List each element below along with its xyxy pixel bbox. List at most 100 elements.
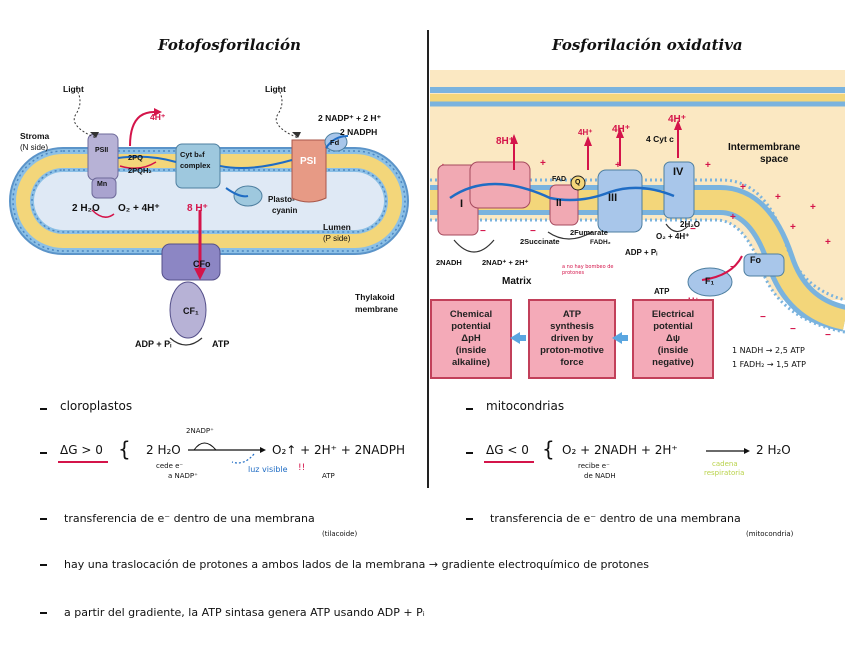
matrix-label: Matrix (502, 276, 532, 287)
psii-complex (87, 133, 119, 199)
exclaim: !! (298, 463, 306, 473)
light-label-2: Light (265, 84, 286, 94)
light-label-1: Light (63, 84, 84, 94)
svg-text:+: + (740, 182, 746, 193)
lumen-side-label: (P side) (323, 234, 351, 243)
h4-top-label: 4H⁺ (150, 112, 166, 122)
pink-note: a no hay bombeo de protones (562, 264, 614, 276)
fadh2-label: FADH₂ (590, 239, 611, 246)
atp-mito-label: ATP (654, 287, 670, 296)
thylakoid-diagram (9, 87, 409, 346)
svg-text:−: − (530, 226, 536, 237)
cf1-label: CF₁ (183, 306, 199, 316)
complex-i-label: I (460, 198, 464, 210)
fadh2-yield: 1 FADH₂ → 1,5 ATP (732, 360, 806, 369)
h8-label: 8 H⁺ (187, 203, 208, 214)
bullet (40, 452, 47, 454)
bullet (466, 452, 473, 454)
svg-text:−: − (480, 226, 486, 237)
right-transfer-note: transferencia de e⁻ dentro de una membra… (490, 512, 741, 525)
cloroplastos-note: cloroplastos (60, 399, 133, 413)
svg-text:+: + (730, 212, 736, 223)
water-mito-label: 2H₂O (680, 220, 701, 229)
dg-underline (58, 461, 108, 463)
left-atp: ATP (322, 472, 335, 480)
adp-label: ADP + Pᵢ (135, 339, 172, 349)
right-reactants: O₂ + 2NADH + 2H⁺ (562, 443, 678, 457)
svg-text:−: − (760, 312, 766, 323)
plastocyanin-label-2: cyanin (272, 206, 298, 215)
right-title: Fosforilación oxidativa (552, 36, 743, 54)
cytb6f-label: Cyt b₆f (180, 150, 205, 159)
svg-text:−: − (825, 330, 831, 341)
mitocondrias-note: mitocondrias (486, 399, 565, 413)
f1-label: F₁ (705, 276, 715, 286)
atp-label: ATP (212, 339, 230, 349)
right-transfer-sub: (mitocondria) (746, 530, 794, 538)
stroma-side-label: (N side) (20, 143, 49, 152)
adp-mito-label: ADP + Pᵢ (625, 248, 658, 257)
left-eq-top: 2NADP⁺ (186, 427, 214, 435)
plastocyanin-label-1: Plasto- (268, 195, 295, 204)
ims-label-2: space (760, 154, 789, 165)
left-reactant: 2 H₂O (146, 443, 181, 457)
svg-text:−: − (790, 324, 796, 335)
complex-ii-label: II (556, 198, 562, 209)
q-label: Q (575, 179, 581, 186)
psi-label: PSI (300, 156, 317, 167)
divider (427, 30, 429, 488)
lumen-label: Lumen (323, 222, 351, 232)
nadph-label: 2 NADPH (340, 127, 378, 137)
svg-text:+: + (540, 158, 546, 169)
left-sub1: cede e⁻ (156, 462, 184, 470)
fumarate-label: 2Fumarate (570, 228, 608, 237)
succinate-label: 2Succinate (520, 237, 560, 246)
complex-label: complex (180, 161, 211, 170)
left-products: O₂↑ + 2H⁺ + 2NADPH (272, 443, 405, 457)
svg-text:+: + (615, 160, 621, 171)
atp-synthase-note: a partir del gradiente, la ATP sintasa g… (64, 606, 425, 619)
green-note-1: cadena (712, 460, 738, 468)
box-arrows (510, 332, 628, 344)
bullet (40, 518, 47, 520)
h4c-label: 4H⁺ (668, 114, 687, 125)
green-note-2: respiratoria (704, 469, 745, 477)
translocation-note: hay una traslocación de protones a ambos… (64, 558, 649, 571)
left-sub2: a NADP⁺ (168, 472, 198, 480)
h8-mito-label: 8H⁺ (496, 136, 515, 147)
stroma-label: Stroma (20, 131, 50, 141)
right-sub2: de NADH (584, 472, 616, 480)
fd-label: Fd (330, 138, 340, 147)
complex-iv-label: IV (673, 166, 684, 178)
svg-text:+: + (775, 192, 781, 203)
nadh-yield: 1 NADH → 2,5 ATP (732, 346, 805, 355)
pq-label: 2PQ (128, 153, 144, 162)
right-eq-arrow (706, 448, 750, 454)
left-title: Fotofosforilación (158, 36, 301, 54)
pqh2-label: 2PQH₂ (128, 166, 152, 175)
svg-text:+: + (810, 202, 816, 213)
ims-label-1: Intermembrane (728, 142, 801, 153)
bullet (40, 408, 47, 410)
svg-text:−: − (690, 224, 696, 235)
brace: { (118, 437, 131, 461)
o2-label: O₂ + 4H⁺ (118, 203, 160, 214)
nad-label: 2NAD⁺ + 2H⁺ (482, 258, 529, 267)
o2-mito-label: O₂ + 4H⁺ (656, 232, 690, 241)
h4b-label: 4H⁺ (612, 124, 631, 135)
bullet (40, 612, 47, 614)
left-transfer-note: transferencia de e⁻ dentro de una membra… (64, 512, 315, 525)
svg-text:+: + (825, 237, 831, 248)
bullet (466, 518, 473, 520)
nadp-label: 2 NADP⁺ + 2 H⁺ (318, 113, 382, 123)
light-arrow (231, 453, 255, 464)
fad-label: FAD (552, 176, 566, 183)
left-delta-g: ΔG > 0 (60, 443, 103, 457)
left-eq-arrow (188, 442, 266, 453)
complex-iii-label: III (608, 192, 618, 204)
cfo-label: CFo (193, 259, 211, 269)
svg-text:+: + (790, 222, 796, 233)
right-product: 2 H₂O (756, 443, 791, 457)
